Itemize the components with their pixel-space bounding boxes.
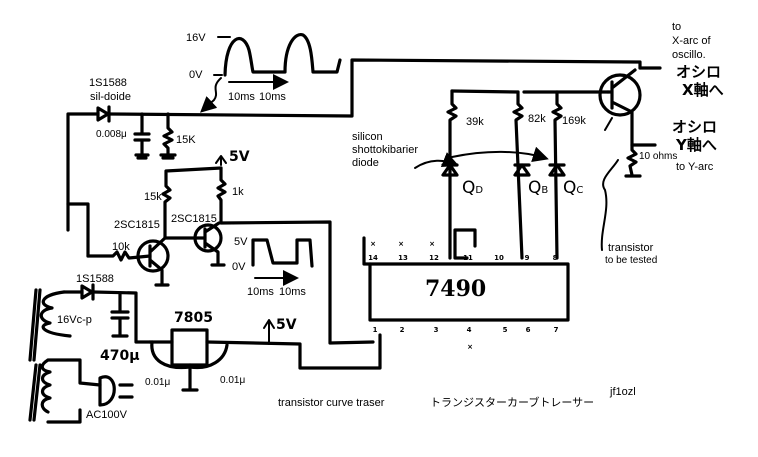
q-c-letter: Q bbox=[563, 178, 577, 198]
cap-in-label: 0.01μ bbox=[145, 377, 171, 388]
pin-9: 9 bbox=[524, 254, 530, 262]
q-d-sub: D bbox=[475, 185, 484, 196]
nc-mark-13: × bbox=[398, 240, 404, 248]
r-c-label: 169k bbox=[562, 115, 586, 127]
nc-mark-14: × bbox=[370, 240, 376, 248]
pin-11: 11 bbox=[463, 254, 473, 262]
sweep-v-high: 16V bbox=[186, 32, 206, 44]
x-jp-1: オシロ bbox=[676, 63, 722, 81]
square-v-high: 5V bbox=[234, 236, 248, 248]
r-collector-label: 1k bbox=[232, 186, 244, 198]
r-d-label: 39k bbox=[466, 116, 484, 128]
psu-diode-label: 1S1588 bbox=[76, 273, 114, 285]
transformer-secondary-label: 16Vc-p bbox=[57, 314, 92, 326]
rectifier-section bbox=[66, 58, 642, 232]
q-c-label: QC bbox=[563, 180, 583, 197]
r-b-label: 82k bbox=[528, 113, 546, 125]
pin-6: 6 bbox=[525, 326, 531, 334]
dut-transistor bbox=[598, 66, 662, 251]
rectifier-resistor-label: 15K bbox=[176, 134, 196, 146]
sweep-v-low: 0V bbox=[189, 69, 203, 81]
pulse-shaper bbox=[66, 155, 375, 345]
regulator-label: 7805 bbox=[174, 310, 213, 326]
y-out-label: to Y-arc bbox=[676, 161, 714, 173]
r-sense-label: 10 ohms bbox=[639, 151, 678, 162]
q-b-label: QB bbox=[528, 180, 548, 197]
rectifier-diode-desc: sil-doide bbox=[90, 91, 131, 103]
q-c-sub: C bbox=[576, 185, 584, 196]
ic-7490-label: 7490 bbox=[425, 276, 487, 302]
pin-12: 12 bbox=[429, 254, 439, 262]
pin-5: 5 bbox=[502, 326, 508, 334]
diode-note-2: shottokibarier bbox=[352, 144, 419, 156]
pin-10: 10 bbox=[494, 254, 504, 262]
square-period-2: 10ms bbox=[279, 286, 306, 298]
q-b-sub: B bbox=[541, 185, 549, 196]
q-b-letter: Q bbox=[528, 178, 542, 198]
pin-8: 8 bbox=[552, 254, 558, 262]
diode-note-3: diode bbox=[352, 157, 379, 169]
square-waveform bbox=[251, 238, 314, 286]
r-input-label: 10k bbox=[112, 241, 130, 253]
pin-13: 13 bbox=[398, 254, 408, 262]
diode-note-1: silicon bbox=[352, 131, 383, 143]
nc-mark-4: × bbox=[467, 343, 473, 351]
pin-1: 1 bbox=[372, 326, 378, 334]
q-d-label: QD bbox=[462, 180, 483, 197]
square-v-low: 0V bbox=[232, 261, 246, 273]
cap-out-label: 0.01μ bbox=[220, 375, 246, 386]
title-english: transistor curve traser bbox=[278, 397, 385, 409]
pin-7: 7 bbox=[553, 326, 559, 334]
supply-5v-label-top: 5V bbox=[229, 149, 250, 165]
base-resistor-ladder bbox=[414, 89, 610, 260]
x-out-line-2: X-arc of bbox=[672, 35, 711, 47]
dut-label-2: to be tested bbox=[605, 255, 658, 266]
x-jp-2: X軸へ bbox=[682, 81, 724, 99]
pin-14: 14 bbox=[368, 254, 378, 262]
dut-label-1: transistor bbox=[608, 242, 654, 254]
pin-3: 3 bbox=[433, 326, 439, 334]
nc-mark-12: × bbox=[429, 240, 435, 248]
rectifier-diode-label: 1S1588 bbox=[89, 77, 127, 89]
filter-cap-label: 470μ bbox=[100, 348, 140, 364]
power-supply bbox=[28, 283, 382, 424]
q-d-letter: Q bbox=[462, 178, 476, 198]
pin-2: 2 bbox=[399, 326, 405, 334]
sweep-waveform bbox=[200, 33, 342, 113]
supply-5v-label-bottom: 5V bbox=[276, 317, 297, 333]
square-period-1: 10ms bbox=[247, 286, 274, 298]
rectifier-capacitor-label: 0.008μ bbox=[96, 129, 127, 140]
title-japanese: トランジスターカーブトレーサー bbox=[430, 397, 595, 409]
x-out-line-3: oscillo. bbox=[672, 49, 706, 61]
mains-label: AC100V bbox=[86, 409, 127, 421]
counter-ic-7490 bbox=[362, 228, 570, 322]
y-jp-2: Y軸へ bbox=[676, 136, 717, 154]
x-out-line-1: to bbox=[672, 21, 682, 33]
sweep-period-1: 10ms bbox=[228, 91, 255, 103]
author-callsign: jf1ozl bbox=[610, 386, 636, 398]
q1-label: 2SC1815 bbox=[114, 219, 160, 231]
pin-4: 4 bbox=[466, 326, 472, 334]
q2-label: 2SC1815 bbox=[171, 213, 217, 225]
y-jp-1: オシロ bbox=[672, 118, 718, 136]
r-base-bias-label: 15k bbox=[144, 191, 162, 203]
sweep-period-2: 10ms bbox=[259, 91, 286, 103]
